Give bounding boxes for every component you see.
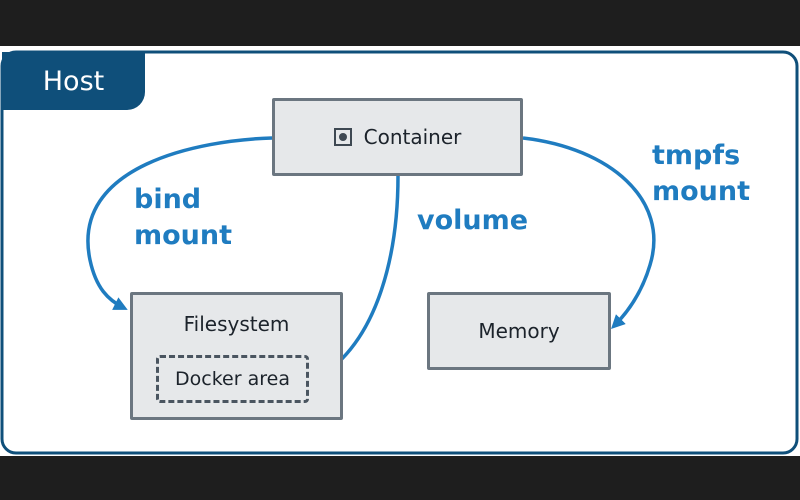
tmpfs-mount-arrow bbox=[522, 136, 656, 329]
bind-mount-label-line1: bind bbox=[134, 184, 202, 215]
volume-label: volume bbox=[417, 205, 529, 236]
filesystem-label: Filesystem bbox=[183, 312, 290, 336]
container-icon bbox=[333, 128, 352, 146]
bottom-band bbox=[0, 456, 800, 500]
tmpfs-mount-label: tmpfs mount bbox=[652, 138, 750, 210]
host-label: Host bbox=[42, 65, 105, 97]
top-band bbox=[0, 0, 800, 46]
tmpfs-mount-label-line2: mount bbox=[652, 176, 751, 207]
bind-mount-arrow bbox=[86, 136, 273, 310]
bind-mount-label-line2: mount bbox=[134, 220, 233, 251]
docker-area-label: Docker area bbox=[175, 368, 290, 390]
memory-box: Memory bbox=[427, 292, 611, 370]
memory-label: Memory bbox=[478, 319, 560, 343]
bind-mount-label: bind mount bbox=[134, 182, 232, 254]
host-tab: Host bbox=[2, 52, 145, 110]
tmpfs-mount-label-line1: tmpfs bbox=[652, 140, 741, 171]
host-frame bbox=[0, 50, 799, 455]
docker-area-box: Docker area bbox=[156, 355, 309, 403]
container-label: Container bbox=[363, 125, 462, 149]
container-box: Container bbox=[272, 98, 523, 176]
filesystem-box: Filesystem Docker area bbox=[130, 292, 343, 420]
